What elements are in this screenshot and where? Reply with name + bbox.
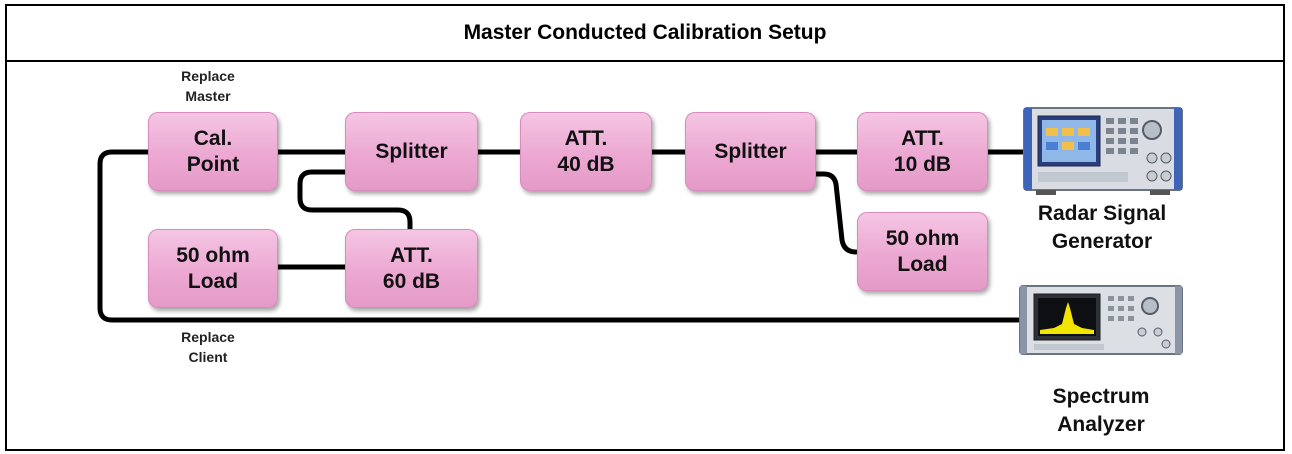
att-60-label: ATT. 60 dB	[382, 243, 441, 293]
splitter-block-2: Splitter	[685, 112, 816, 191]
diagram-frame: Master Conducted Calibration Setup	[5, 4, 1285, 451]
load-right-label: 50 ohm Load	[885, 226, 960, 276]
cal-point-block: Cal. Point	[148, 112, 278, 191]
signal-generator-icon	[1023, 107, 1183, 195]
splitter-block-1: Splitter	[345, 112, 478, 191]
cal-point-label: Cal. Point	[186, 126, 240, 176]
att-10-label: ATT. 10 dB	[893, 126, 952, 176]
load-left-label: 50 ohm Load	[176, 243, 250, 293]
diagram-title: Master Conducted Calibration Setup	[7, 6, 1283, 62]
cable-splitter1-att60	[297, 169, 413, 232]
note-replace-master: Replace Master	[181, 68, 235, 104]
load-50ohm-block-left: 50 ohm Load	[148, 229, 278, 308]
attenuator-40db-block: ATT. 40 dB	[520, 112, 652, 191]
note-replace-client: Replace Client	[181, 329, 235, 365]
splitter-2-label: Splitter	[714, 139, 787, 163]
spectrum-analyzer-label: Spectrum Analyzer	[1052, 385, 1150, 436]
attenuator-10db-block: ATT. 10 dB	[857, 112, 988, 191]
splitter-1-label: Splitter	[375, 139, 448, 163]
cable-calpoint-analyzer	[97, 149, 1021, 323]
signal-generator-label: Radar Signal Generator	[1037, 202, 1167, 253]
spectrum-analyzer-icon	[1019, 285, 1183, 355]
cable-splitter2-load	[813, 171, 859, 255]
load-50ohm-block-right: 50 ohm Load	[857, 212, 988, 291]
att-40-label: ATT. 40 dB	[557, 126, 615, 176]
attenuator-60db-block: ATT. 60 dB	[345, 229, 478, 308]
